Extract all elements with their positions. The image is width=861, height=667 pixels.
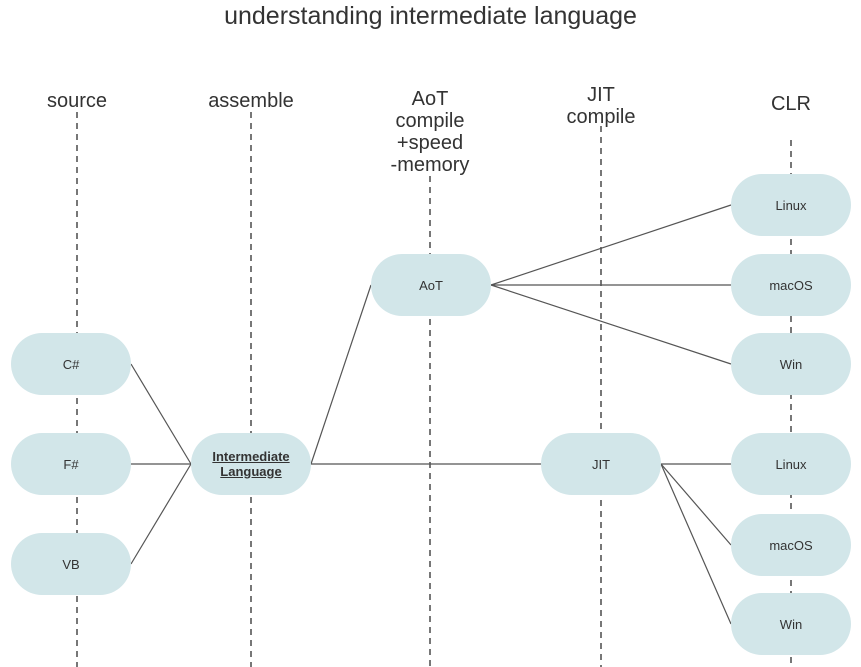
node-csharp-label: C# [62, 356, 80, 372]
column-label-clr: CLR [770, 93, 811, 115]
edge-aot-win [490, 284, 732, 365]
node-jit-linux-label: Linux [775, 456, 807, 472]
node-csharp[interactable]: C# [11, 333, 131, 395]
node-aot-macos-label: macOS [769, 277, 813, 293]
column-label-assemble: assemble [208, 90, 294, 112]
node-aot-win-label: Win [779, 356, 803, 372]
node-aot[interactable]: AoT [371, 254, 491, 316]
node-jit-win[interactable]: Win [731, 593, 851, 655]
node-intermediate-language-link[interactable]: Intermediate Language [212, 449, 290, 479]
node-vb-label: VB [62, 556, 80, 572]
column-guides [76, 112, 792, 667]
node-jit-linux[interactable]: Linux [731, 433, 851, 495]
column-label-source: source [46, 90, 108, 112]
node-aot-label: AoT [419, 277, 443, 293]
edge-il-aot [310, 284, 372, 465]
node-intermediate-language[interactable]: Intermediate Language [191, 433, 311, 495]
node-vb[interactable]: VB [11, 533, 131, 595]
column-label-jit: JIT compile [566, 84, 636, 128]
edge-jit-win [660, 463, 732, 625]
node-jit-label: JIT [591, 456, 611, 472]
edge-jit-macos [660, 463, 732, 546]
edge-csharp-il [130, 363, 192, 465]
node-jit-win-label: Win [779, 616, 803, 632]
edge-aot-linux [490, 204, 732, 286]
node-fsharp-label: F# [63, 456, 79, 472]
node-aot-linux[interactable]: Linux [731, 174, 851, 236]
node-aot-linux-label: Linux [775, 197, 807, 213]
edge-vb-il [130, 463, 192, 565]
node-aot-macos[interactable]: macOS [731, 254, 851, 316]
node-fsharp[interactable]: F# [11, 433, 131, 495]
node-jit-macos[interactable]: macOS [731, 514, 851, 576]
node-jit[interactable]: JIT [541, 433, 661, 495]
node-aot-win[interactable]: Win [731, 333, 851, 395]
column-label-aot: AoT compile +speed -memory [390, 88, 470, 176]
node-jit-macos-label: macOS [769, 537, 813, 553]
diagram-title: understanding intermediate language [224, 2, 637, 30]
edges [130, 204, 732, 625]
